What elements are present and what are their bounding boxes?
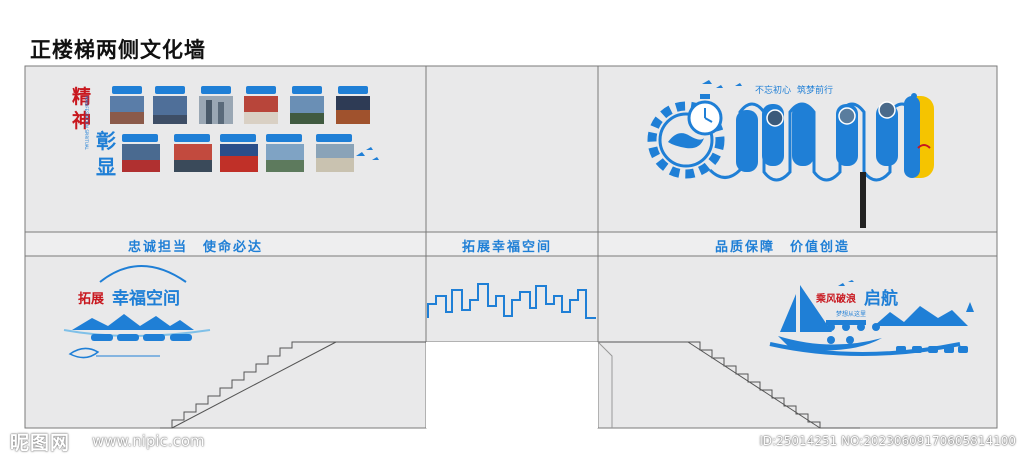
watermark-logo: 昵图网 [10, 432, 71, 454]
photo-card [244, 86, 278, 124]
birds-icon [356, 147, 379, 160]
photo-card [199, 86, 233, 124]
timeline-graphic: 不忘初心 筑梦前行 [647, 80, 934, 228]
birds-icon [838, 280, 854, 286]
photo-card [110, 86, 144, 124]
logo-main-title: 启航 [864, 288, 898, 309]
birds-icon [702, 80, 742, 88]
city-skyline [427, 283, 596, 319]
logo-title-a: 拓展 [78, 291, 105, 307]
photo-card [316, 134, 354, 172]
heading-char-4: 显 [96, 155, 116, 179]
right-staircase [597, 341, 860, 429]
band-label-right: 品质保障 价值创造 [715, 240, 851, 255]
left-staircase [160, 341, 426, 429]
slogan-left: 不忘初心 [755, 84, 791, 96]
watermark-id: ID:25014251 NO:20230609170605814100 [759, 434, 1016, 448]
watermark-url: www.nipic.com [92, 432, 205, 450]
logo-subtitle: 梦想从这里 [836, 310, 866, 318]
gear-icon [647, 101, 725, 179]
stair-opening [426, 342, 598, 428]
stopwatch-icon [687, 94, 723, 136]
photo-card [174, 134, 212, 172]
logo-slogan: 乘风破浪 [815, 292, 856, 305]
photo-card [122, 134, 160, 172]
photo-card [290, 86, 324, 124]
band-label-middle: 拓展幸福空间 [462, 240, 553, 255]
photo-card [220, 134, 258, 172]
heading-english: MANIFESTATION SPIRITUAL [84, 96, 89, 151]
logo-title-b: 幸福空间 [112, 288, 180, 309]
photo-card-row-top [110, 86, 370, 124]
spirit-heading: 精 神 彰 显 MANIFESTATION SPIRITUAL [72, 85, 116, 179]
photo-card [336, 86, 370, 124]
happiness-space-logo: 拓展 幸福空间 [63, 265, 211, 359]
photo-card [266, 134, 304, 172]
heading-char-2: 神 [72, 109, 91, 132]
page-title: 正楼梯两侧文化墙 [30, 38, 206, 62]
slogan-right: 筑梦前行 [797, 84, 833, 96]
photo-card [153, 86, 187, 124]
heading-char-3: 彰 [96, 129, 116, 153]
band-label-left: 忠诚担当 使命必达 [128, 240, 264, 255]
photo-card-row-bottom [122, 134, 354, 172]
sail-logo: 乘风破浪 启航 梦想从这里 [769, 280, 974, 356]
timeline-post [860, 172, 866, 228]
heading-char-1: 精 [72, 85, 91, 108]
